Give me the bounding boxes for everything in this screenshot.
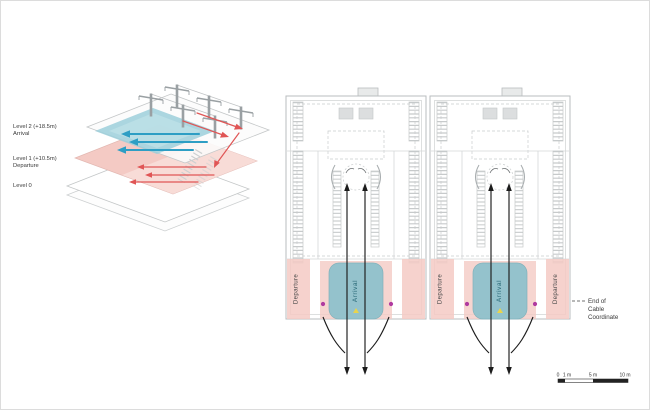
scale-5m: 5 m bbox=[589, 373, 597, 379]
departure-zone-right bbox=[402, 259, 425, 319]
scale-10m: 10 m bbox=[619, 373, 630, 379]
scale-0: 0 bbox=[557, 373, 560, 379]
arrow-head bbox=[129, 138, 138, 146]
annotation-line-2: Cable bbox=[588, 306, 605, 313]
scale-1m: 1 m bbox=[563, 373, 571, 379]
scale-bar-segment bbox=[558, 379, 565, 383]
scale-bar: 0 1 m 5 m 10 m bbox=[557, 373, 631, 383]
station-marker-dot bbox=[320, 301, 326, 307]
arrow-head bbox=[117, 146, 126, 154]
equipment-block bbox=[358, 107, 374, 120]
plan-module-2 bbox=[430, 88, 570, 375]
arrow-head bbox=[137, 164, 144, 170]
turnaround-arc bbox=[357, 168, 367, 174]
annotation-line-3: Coordinate bbox=[588, 314, 619, 321]
tower bbox=[170, 104, 196, 128]
turnaround-arc bbox=[345, 168, 355, 174]
tower bbox=[164, 84, 190, 108]
tower bbox=[138, 93, 164, 117]
arrow-head bbox=[220, 131, 229, 138]
scale-bar-segment bbox=[593, 379, 628, 383]
down-arrow-head bbox=[344, 367, 350, 375]
departure-label-right: Departure bbox=[552, 274, 559, 304]
tower bbox=[196, 95, 222, 119]
cable-circulation bbox=[322, 183, 390, 375]
level1-sublabel: Departure bbox=[13, 163, 39, 169]
machine-room-dashed bbox=[327, 130, 385, 160]
arrow-head bbox=[129, 179, 136, 185]
departure-zone-left bbox=[287, 259, 310, 319]
arrival-label: Arrival bbox=[352, 280, 359, 302]
level1-label: Level 1 (+10.5m) bbox=[13, 156, 57, 162]
equipment-block bbox=[338, 107, 354, 120]
departure-label: Departure bbox=[293, 274, 300, 304]
axon-diagram: Level 2 (+18.5m) Arrival Level 1 (+10.5m… bbox=[13, 84, 271, 232]
up-arrow-head bbox=[344, 183, 350, 191]
cable-guide-left bbox=[331, 164, 336, 190]
level0-label: Level 0 bbox=[13, 183, 32, 189]
cable-guide-right bbox=[376, 164, 381, 190]
down-arrow-head bbox=[362, 367, 368, 375]
level2-sublabel: Arrival bbox=[13, 131, 29, 137]
plan-module-1: Departure Arrival bbox=[285, 87, 427, 375]
arrival-flow-arrows bbox=[117, 130, 208, 154]
merge-curve-right bbox=[366, 316, 390, 354]
arrow-head bbox=[121, 130, 130, 138]
level2-arrival-zone-highlight bbox=[109, 113, 201, 148]
marker-triangle bbox=[353, 308, 359, 313]
bullwheel-dashed-circle bbox=[342, 163, 370, 191]
arrival-zone bbox=[328, 262, 384, 320]
end-of-cable-annotation: End of Cable Coordinate bbox=[572, 298, 619, 321]
arrow-head bbox=[214, 160, 220, 168]
level2-label: Level 2 (+18.5m) bbox=[13, 124, 57, 130]
merge-curve-left bbox=[322, 316, 346, 354]
station-marker-dot bbox=[388, 301, 394, 307]
arrow-head bbox=[145, 172, 152, 178]
departure-flow-arrows bbox=[129, 112, 243, 185]
annotation-line-1: End of bbox=[588, 298, 606, 305]
arrow-head bbox=[234, 123, 243, 130]
up-arrow-head bbox=[362, 183, 368, 191]
